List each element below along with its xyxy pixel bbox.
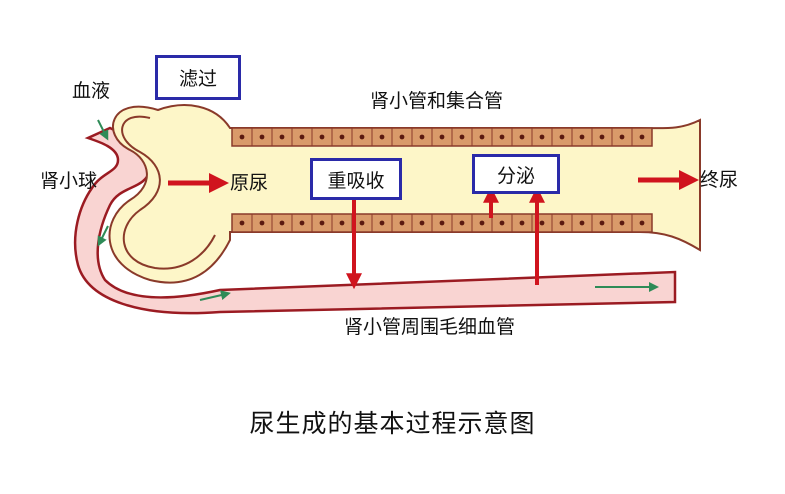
green-arrow-in — [97, 119, 109, 141]
cell-nucleus — [539, 220, 545, 226]
cell-nucleus — [639, 134, 645, 140]
cell-nucleus — [279, 220, 285, 226]
cell-nucleus — [239, 134, 245, 140]
cell-nucleus — [299, 134, 305, 140]
cell-nucleus — [379, 220, 385, 226]
cell-nucleus — [499, 220, 505, 226]
cell-nucleus — [239, 220, 245, 226]
cell-nucleus — [319, 220, 325, 226]
cell-nucleus — [319, 134, 325, 140]
cell-nucleus — [419, 134, 425, 140]
green-flow-arrows — [97, 119, 659, 301]
box-secretion: 分泌 — [472, 154, 560, 194]
cell-nucleus — [519, 134, 525, 140]
cell-nucleus — [479, 134, 485, 140]
cell-nucleus — [259, 134, 265, 140]
cell-nucleus — [619, 220, 625, 226]
cell-nucleus — [639, 220, 645, 226]
cell-nucleus — [379, 134, 385, 140]
cell-nucleus — [359, 134, 365, 140]
cell-nucleus — [359, 220, 365, 226]
label-blood: 血液 — [72, 80, 111, 102]
label-final-urine: 终尿 — [700, 169, 739, 191]
cell-nucleus — [559, 134, 565, 140]
cell-nucleus — [499, 134, 505, 140]
green-arrow-right-1 — [199, 290, 231, 301]
cell-nucleus — [479, 220, 485, 226]
cell-nucleus — [539, 134, 545, 140]
cell-nucleus — [299, 220, 305, 226]
box-filtration: 滤过 — [155, 55, 241, 100]
cell-nucleus — [339, 220, 345, 226]
epithelial-cell — [631, 213, 653, 233]
cell-nucleus — [599, 220, 605, 226]
cell-nucleus — [419, 220, 425, 226]
epithelial-cells — [231, 127, 653, 233]
cell-nucleus — [279, 134, 285, 140]
label-tubule-and-duct: 肾小管和集合管 — [370, 90, 504, 112]
box-reabsorption: 重吸收 — [310, 158, 402, 200]
cell-nucleus — [339, 134, 345, 140]
cell-nucleus — [459, 220, 465, 226]
label-primary-urine: 原尿 — [230, 172, 269, 194]
cell-nucleus — [259, 220, 265, 226]
cell-nucleus — [579, 134, 585, 140]
green-arrow-down — [97, 225, 109, 247]
cell-nucleus — [399, 220, 405, 226]
cell-nucleus — [599, 134, 605, 140]
label-glomerulus: 肾小球 — [40, 170, 98, 192]
cell-nucleus — [519, 220, 525, 226]
cell-nucleus — [439, 220, 445, 226]
cell-nucleus — [619, 134, 625, 140]
cell-nucleus — [439, 134, 445, 140]
diagram-caption: 尿生成的基本过程示意图 — [249, 409, 536, 438]
cell-nucleus — [559, 220, 565, 226]
cell-nucleus — [399, 134, 405, 140]
cell-nucleus — [579, 220, 585, 226]
red-arrows — [168, 170, 699, 290]
cell-nucleus — [459, 134, 465, 140]
label-capillary: 肾小管周围毛细血管 — [344, 316, 516, 338]
epithelial-cell — [631, 127, 653, 147]
